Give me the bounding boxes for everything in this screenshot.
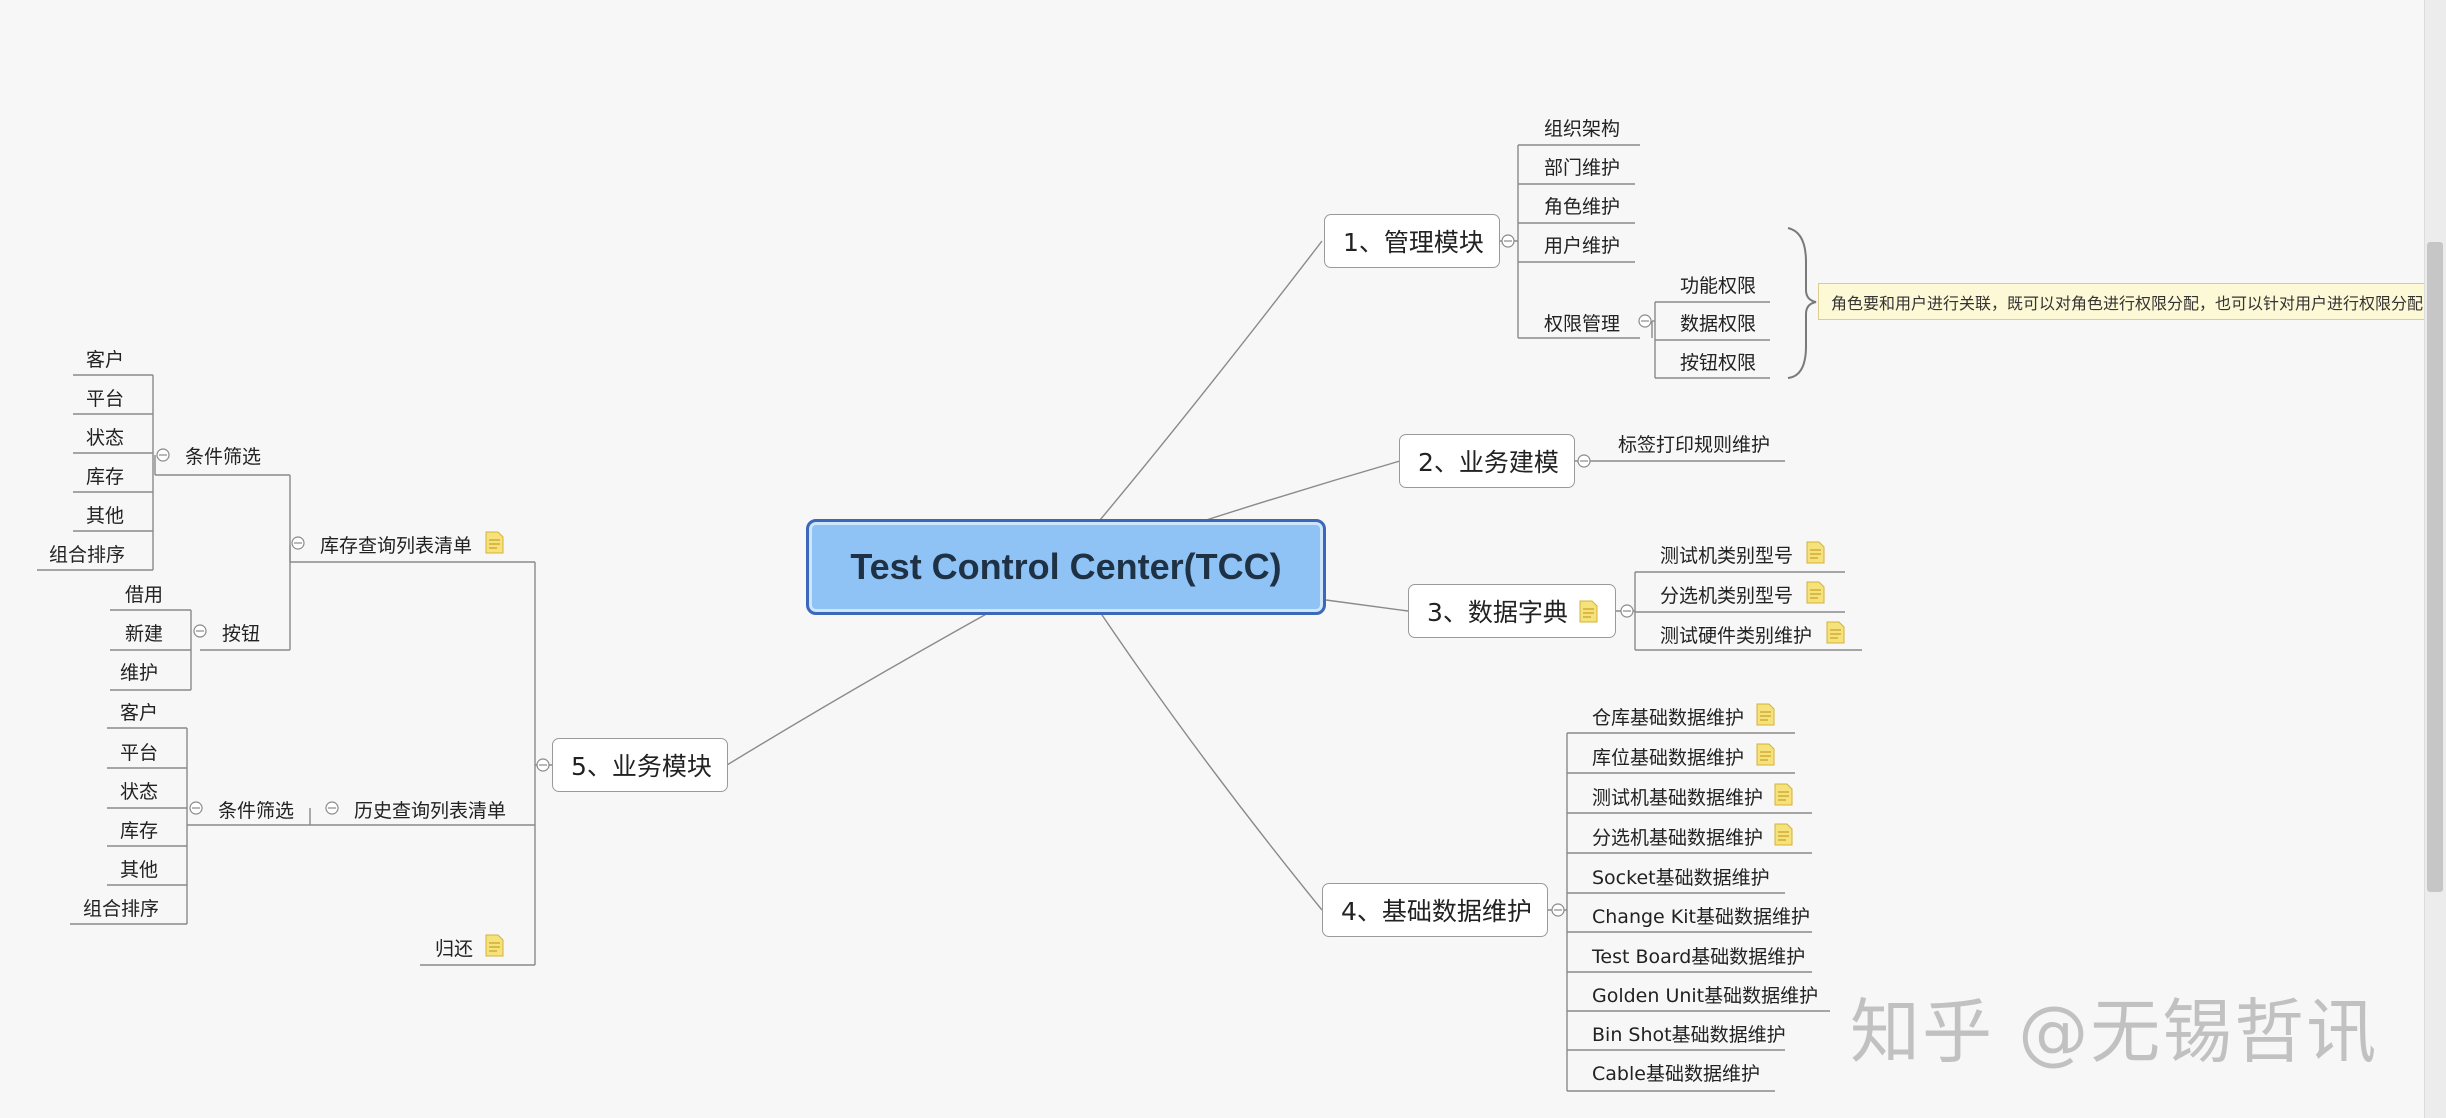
topic-location-data[interactable]: 库位基础数据维护: [1592, 747, 1745, 769]
branch-management-module[interactable]: 1、管理模块: [1324, 214, 1500, 268]
branch-label: 3、数据字典: [1427, 598, 1568, 627]
topic-inv-button-maintain[interactable]: 维护: [120, 662, 159, 684]
topic-hist-filter-stock[interactable]: 库存: [120, 820, 159, 842]
topic-hist-filter-other[interactable]: 其他: [120, 859, 159, 881]
note-icon[interactable]: [1826, 621, 1845, 644]
topic-inv-filter-status[interactable]: 状态: [86, 427, 125, 449]
permission-note-callout: 角色要和用户进行关联，既可以对角色进行权限分配，也可以针对用户进行权限分配: [1818, 283, 2446, 320]
topic-inv-filter-sort[interactable]: 组合排序: [49, 544, 126, 566]
branch-basic-data-maintenance[interactable]: 4、基础数据维护: [1322, 883, 1548, 937]
topic-org-structure[interactable]: 组织架构: [1544, 118, 1621, 140]
watermark: 知乎 @无锡哲讯: [1850, 991, 2379, 1073]
topic-goldenunit-data[interactable]: Golden Unit基础数据维护: [1592, 985, 1819, 1007]
topic-role-maintenance[interactable]: 角色维护: [1544, 196, 1621, 218]
topic-hist-filter-platform[interactable]: 平台: [120, 742, 159, 764]
topic-binshot-data[interactable]: Bin Shot基础数据维护: [1592, 1024, 1786, 1046]
note-icon[interactable]: [1756, 743, 1775, 766]
topic-tester-data[interactable]: 测试机基础数据维护: [1592, 787, 1764, 809]
topic-changekit-data[interactable]: Change Kit基础数据维护: [1592, 906, 1810, 928]
topic-inv-filter-customer[interactable]: 客户: [86, 349, 125, 371]
topic-inv-filter-stock[interactable]: 库存: [86, 466, 125, 488]
topic-handler-data[interactable]: 分选机基础数据维护: [1592, 827, 1764, 849]
scrollbar-thumb[interactable]: [2427, 242, 2443, 892]
branch-business-module[interactable]: 5、业务模块: [552, 738, 728, 792]
topic-permission-management[interactable]: 权限管理: [1544, 313, 1621, 335]
topic-dept-maintenance[interactable]: 部门维护: [1544, 157, 1621, 179]
topic-inv-filter-other[interactable]: 其他: [86, 505, 125, 527]
branch-label: 2、业务建模: [1418, 448, 1559, 477]
topic-socket-data[interactable]: Socket基础数据维护: [1592, 867, 1770, 889]
topic-button-permission[interactable]: 按钮权限: [1680, 352, 1757, 374]
note-icon[interactable]: [1806, 581, 1825, 604]
note-icon[interactable]: [1756, 703, 1775, 726]
branch-label: 5、业务模块: [571, 752, 712, 781]
note-icon[interactable]: [1774, 783, 1793, 806]
topic-handler-model[interactable]: 分选机类别型号: [1660, 585, 1794, 607]
branch-data-dictionary[interactable]: 3、数据字典: [1408, 584, 1616, 638]
note-icon[interactable]: [1806, 541, 1825, 564]
note-icon[interactable]: [1579, 600, 1598, 623]
topic-inv-button-new[interactable]: 新建: [125, 623, 164, 645]
topic-data-permission[interactable]: 数据权限: [1680, 313, 1757, 335]
topic-function-permission[interactable]: 功能权限: [1680, 275, 1757, 297]
note-icon[interactable]: [485, 531, 504, 554]
branch-business-modeling[interactable]: 2、业务建模: [1399, 434, 1575, 488]
topic-test-hardware-category[interactable]: 测试硬件类别维护: [1660, 625, 1813, 647]
topic-user-maintenance[interactable]: 用户维护: [1544, 235, 1621, 257]
topic-return[interactable]: 归还: [435, 938, 474, 960]
note-icon[interactable]: [1774, 823, 1793, 846]
topic-label-print-rule[interactable]: 标签打印规则维护: [1618, 434, 1771, 456]
topic-hist-filter-sort[interactable]: 组合排序: [83, 898, 160, 920]
branch-label: 4、基础数据维护: [1341, 897, 1532, 926]
note-icon[interactable]: [485, 934, 504, 957]
topic-hist-filter-customer[interactable]: 客户: [120, 702, 159, 724]
topic-inv-button-borrow[interactable]: 借用: [125, 584, 164, 606]
topic-testboard-data[interactable]: Test Board基础数据维护: [1592, 946, 1806, 968]
topic-hist-filter-status[interactable]: 状态: [120, 781, 159, 803]
topic-hist-filter[interactable]: 条件筛选: [218, 800, 295, 822]
topic-cable-data[interactable]: Cable基础数据维护: [1592, 1063, 1760, 1085]
topic-inv-buttons[interactable]: 按钮: [222, 623, 261, 645]
topic-inv-filter-platform[interactable]: 平台: [86, 388, 125, 410]
topic-inv-filter[interactable]: 条件筛选: [185, 446, 262, 468]
topic-warehouse-data[interactable]: 仓库基础数据维护: [1592, 707, 1745, 729]
central-topic[interactable]: Test Control Center(TCC): [806, 519, 1326, 615]
topic-history-query-list[interactable]: 历史查询列表清单: [354, 800, 507, 822]
branch-label: 1、管理模块: [1343, 228, 1484, 257]
topic-inventory-query-list[interactable]: 库存查询列表清单: [320, 535, 473, 557]
topic-tester-model[interactable]: 测试机类别型号: [1660, 545, 1794, 567]
